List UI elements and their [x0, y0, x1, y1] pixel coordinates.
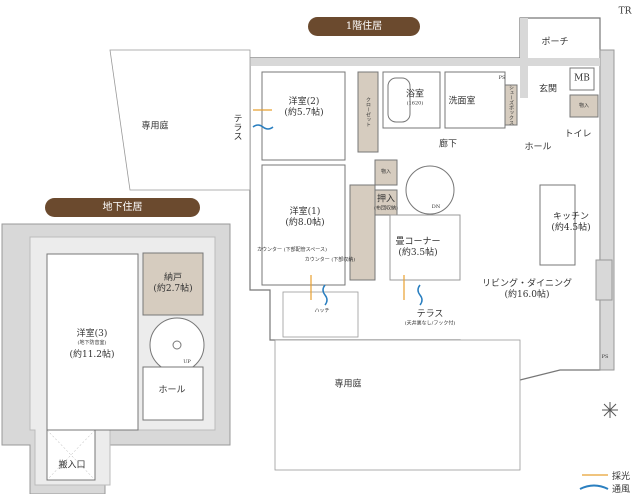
- terrace-label: テラス(天井裏なし/フック付): [404, 309, 456, 327]
- legend-wind: 通風: [612, 485, 631, 494]
- corridor-label: 廊下: [438, 139, 458, 150]
- walk-in-label: クローゼット: [365, 97, 371, 127]
- counter2-label: カウンター (下部収納): [304, 257, 356, 263]
- shoes-label: シューズボックス: [508, 85, 514, 125]
- compass-icon: [602, 402, 618, 418]
- western-room-2-label: 洋室(2)(約5.7帖): [284, 97, 324, 118]
- entrance-label: 玄関: [538, 84, 558, 95]
- tr-label: TR: [618, 6, 632, 17]
- closet-label: 押入(布団収納): [374, 194, 398, 212]
- ps-living-label: PS: [601, 354, 609, 360]
- garden-upper-label: 専用庭: [141, 121, 169, 132]
- western-room-3-label: 洋室(3)(地下防音室)(約11.2帖): [69, 329, 115, 360]
- legend-wind-icon: [579, 484, 609, 490]
- toilet-label: トイレ: [564, 129, 592, 140]
- porch-label: ポーチ: [541, 37, 569, 48]
- bathroom-label: 浴室(1620): [405, 89, 425, 107]
- first-floor-plan: [109, 17, 615, 471]
- basement-plan: [1, 223, 231, 494]
- loading-entrance-label: 搬入口: [58, 460, 86, 471]
- mb-label: MB: [574, 73, 590, 84]
- hatch-label: ハッチ: [314, 308, 330, 314]
- ps-label: PS: [498, 75, 506, 81]
- up-label: UP: [183, 359, 191, 365]
- kitchen-label: キッチン(約4.5帖): [551, 212, 591, 233]
- side-terrace-label: テラス: [231, 113, 242, 141]
- western-room-1-label: 洋室(1)(約8.0帖): [285, 207, 325, 228]
- storage-label: 物入: [380, 169, 392, 175]
- counter1-label: カウンター (下部配管スペース): [257, 247, 327, 253]
- legend-light: 採光: [612, 472, 631, 482]
- storeroom-label: 納戸(約2.7帖): [153, 273, 193, 294]
- storeroom-area: [142, 252, 204, 316]
- wind-wave-icon: [252, 124, 423, 306]
- storage-entrance-label: 物入: [578, 103, 590, 109]
- garden-lower-label: 専用庭: [334, 379, 362, 390]
- hall-label: ホール: [524, 142, 552, 153]
- living-label: リビング・ダイニング(約16.0帖): [481, 279, 573, 300]
- washroom-label: 洗面室: [448, 96, 476, 107]
- dn-label: DN: [431, 204, 441, 210]
- basement-hall-label: ホール: [158, 385, 186, 396]
- light-arrow-icon: [253, 109, 405, 300]
- first-floor-header: 1階住居: [308, 17, 420, 36]
- tatami-label: 畳コーナー(約3.5帖): [395, 237, 441, 258]
- basement-header: 地下住居: [45, 198, 200, 217]
